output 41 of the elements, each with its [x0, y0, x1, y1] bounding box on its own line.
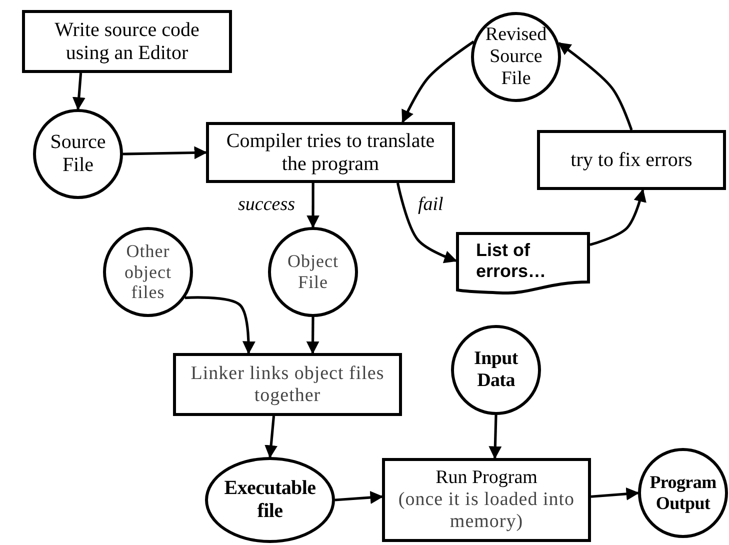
arrow [558, 42, 633, 130]
output-circle [638, 448, 728, 538]
process-box [22, 10, 232, 73]
arrow [396, 182, 458, 264]
node-label: Object File [286, 251, 340, 293]
node-label: Revised Source File [484, 24, 548, 90]
node-note: (once it is loaded into memory) [397, 489, 576, 533]
node-label: Compiler tries to translate the program [225, 130, 436, 176]
node-label: Other object files [124, 240, 172, 304]
node-label: Run Program [434, 467, 538, 490]
process-box [206, 122, 455, 183]
arrow [402, 40, 474, 124]
node-label: Write source code using an Editor [54, 18, 200, 64]
arrow [72, 72, 86, 110]
arrow [184, 296, 256, 354]
arrow [488, 414, 502, 460]
arrow [122, 146, 208, 160]
edge-label: fail [416, 195, 446, 216]
process-box [382, 458, 591, 542]
node-label: Linker links object files together [190, 362, 386, 406]
file-circle [103, 227, 193, 317]
node-label: Executable file [223, 477, 317, 523]
arrow [334, 491, 384, 504]
arrow [264, 416, 278, 458]
arrow [306, 317, 320, 354]
node-label: Source File [49, 131, 107, 177]
arrow [590, 188, 646, 246]
arrow [306, 183, 320, 228]
file-circle [471, 12, 561, 102]
node-label: try to fix errors [570, 148, 694, 172]
file-circle [33, 109, 123, 199]
node-label: Input Data [473, 348, 520, 392]
process-box [173, 353, 402, 416]
document-shape [456, 232, 590, 296]
node-label: Program Output [648, 472, 718, 514]
node-label: List of errors… [475, 240, 548, 282]
data-circle [451, 325, 541, 415]
arrow [590, 487, 640, 500]
file-ellipse [205, 457, 335, 543]
file-circle [268, 227, 358, 317]
process-box [537, 130, 726, 190]
